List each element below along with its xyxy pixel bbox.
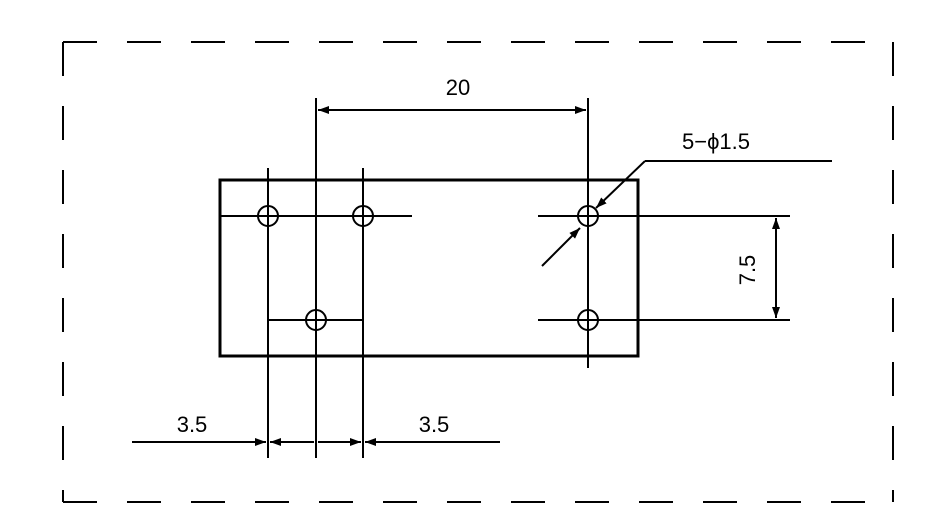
hole-circle	[352, 205, 374, 227]
hole-circle	[305, 309, 327, 331]
callout-leader-lower	[541, 227, 581, 267]
hole-callout-label: 5−ϕ1.5	[682, 129, 750, 154]
hole-circle	[577, 309, 599, 331]
callout-leader-upper	[595, 160, 646, 209]
dimension-label-right: 3.5	[419, 412, 450, 437]
component-outline	[218, 178, 640, 358]
hole-circle	[257, 205, 279, 227]
dimension-label-top: 20	[446, 75, 470, 100]
dimension-label-vertical: 7.5	[735, 255, 760, 286]
dimension-label-left: 3.5	[177, 412, 208, 437]
hole-circle	[577, 205, 599, 227]
